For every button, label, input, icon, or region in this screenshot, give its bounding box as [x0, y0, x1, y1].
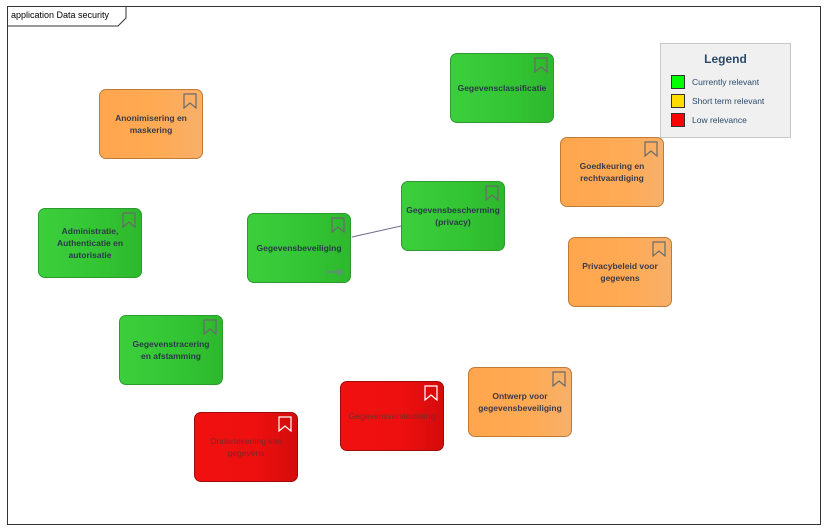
element-label: Administratie, Authenticatie en autorisa…: [56, 226, 124, 260]
element-gegevenstracering[interactable]: Gegevenstracering en afstamming: [119, 315, 223, 385]
bookmark-icon: [424, 385, 438, 401]
element-label: Ondertekening van gegevens: [210, 436, 282, 458]
element-anonimisering[interactable]: Anonimisering en maskering: [99, 89, 203, 159]
bookmark-icon: [183, 93, 197, 109]
bookmark-icon: [485, 185, 499, 201]
diagram-frame: [7, 6, 821, 525]
legend-item-low: Low relevance: [671, 112, 747, 128]
element-gegevensbescherming[interactable]: Gegevensbescherming (privacy): [401, 181, 505, 251]
element-label: Anonimisering en maskering: [115, 113, 187, 135]
bookmark-icon: [552, 371, 566, 387]
element-label: Gegevenstracering en afstamming: [132, 339, 210, 361]
legend-swatch-green: [671, 75, 685, 89]
bookmark-icon: [203, 319, 217, 335]
element-administratie[interactable]: Administratie, Authenticatie en autorisa…: [38, 208, 142, 278]
bookmark-icon: [644, 141, 658, 157]
legend-label: Currently relevant: [692, 77, 760, 87]
diagram-title: application Data security: [11, 10, 110, 20]
element-gegevensbeveiliging[interactable]: Gegevensbeveiliging: [247, 213, 351, 283]
element-label: Gegevensclassificatie: [457, 83, 547, 93]
legend-item-current: Currently relevant: [671, 74, 759, 90]
element-label: Gegevensversleuteling: [348, 411, 436, 421]
legend-swatch-yellow: [671, 94, 685, 108]
element-label: Ontwerp voor gegevensbeveiliging: [478, 391, 562, 413]
arrow-icon: [326, 268, 344, 276]
element-ontwerp[interactable]: Ontwerp voor gegevensbeveiliging: [468, 367, 572, 437]
bookmark-icon: [652, 241, 666, 257]
bookmark-icon: [122, 212, 136, 228]
bookmark-icon: [278, 416, 292, 432]
element-label: Gegevensbeveiliging: [256, 243, 342, 253]
legend-label: Low relevance: [692, 115, 747, 125]
element-ondertekening[interactable]: Ondertekening van gegevens: [194, 412, 298, 482]
element-gegevensclassificatie[interactable]: Gegevensclassificatie: [450, 53, 554, 123]
legend: Legend Currently relevant Short term rel…: [660, 43, 791, 138]
element-label: Gegevensbescherming (privacy): [406, 205, 500, 227]
element-goedkeuring[interactable]: Goedkeuring en rechtvaardiging: [560, 137, 664, 207]
element-gegevensversleuteling[interactable]: Gegevensversleuteling: [340, 381, 444, 451]
element-privacybeleid[interactable]: Privacybeleid voor gegevens: [568, 237, 672, 307]
legend-title: Legend: [704, 52, 747, 66]
legend-label: Short term relevant: [692, 96, 765, 106]
legend-item-short-term: Short term relevant: [671, 93, 764, 109]
bookmark-icon: [331, 217, 345, 233]
element-label: Goedkeuring en rechtvaardiging: [579, 161, 645, 183]
element-label: Privacybeleid voor gegevens: [582, 261, 658, 283]
bookmark-icon: [534, 57, 548, 73]
legend-swatch-red: [671, 113, 685, 127]
